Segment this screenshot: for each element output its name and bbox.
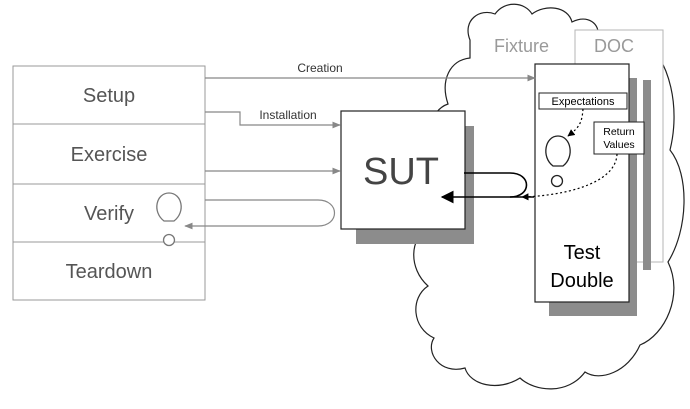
verify-lightbulb-icon xyxy=(156,192,182,247)
fixture-label: Fixture xyxy=(494,36,549,56)
phase-setup-label: Setup xyxy=(83,85,135,107)
return-values-dotted-arrow xyxy=(521,153,618,201)
return-values-line2: Values xyxy=(603,139,634,151)
test-double-lightbulb-icon xyxy=(545,135,571,188)
phase-teardown-box xyxy=(12,241,206,301)
expectations-callout-label: Expectations xyxy=(552,96,615,108)
doc-label: DOC xyxy=(594,36,634,56)
sut-box xyxy=(340,110,466,230)
sut-label: SUT xyxy=(363,151,439,193)
test-double-line2: Double xyxy=(550,270,613,292)
phase-box-group: Setup Exercise Verify Teardown xyxy=(12,65,206,301)
expectations-dotted-arrow xyxy=(567,108,584,137)
phase-setup-box xyxy=(12,65,206,125)
return-values-line1: Return xyxy=(603,126,635,138)
test-double-line1: Test xyxy=(564,242,601,264)
phase-exercise-label: Exercise xyxy=(71,144,148,166)
phase-teardown-label: Teardown xyxy=(66,261,153,283)
verify-loop-arrow xyxy=(184,199,335,230)
installation-arrow xyxy=(205,111,341,129)
doc-shadow xyxy=(643,80,651,270)
installation-label: Installation xyxy=(259,108,316,122)
phase-verify-label: Verify xyxy=(84,203,134,225)
return-values-callout-box xyxy=(593,121,645,155)
creation-label: Creation xyxy=(297,61,342,75)
